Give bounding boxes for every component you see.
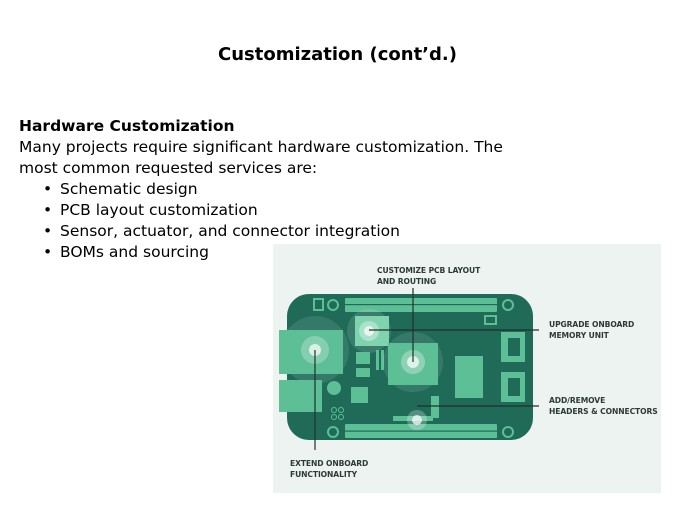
callout-text: EXTEND ONBOARD xyxy=(290,459,369,468)
pcb-board-graphic xyxy=(279,288,539,450)
usb-port xyxy=(279,380,319,412)
memory-chip xyxy=(455,356,483,398)
intro-line-2: most common requested services are: xyxy=(19,159,318,177)
mount-hole xyxy=(502,299,514,311)
hardware-customization-section: Hardware Customization Many projects req… xyxy=(19,116,579,263)
list-item: • Sensor, actuator, and connector integra… xyxy=(43,221,579,242)
list-item: • PCB layout customization xyxy=(43,200,579,221)
bullet-icon: • xyxy=(43,243,53,261)
callout-pcb-layout: CUSTOMIZE PCB LAYOUT AND ROUTING xyxy=(377,265,480,287)
callout-text: FUNCTIONALITY xyxy=(290,470,358,479)
callout-text: ADD/REMOVE xyxy=(549,396,606,405)
mount-hole xyxy=(327,299,339,311)
callout-text: CUSTOMIZE PCB LAYOUT xyxy=(377,266,481,275)
bullet-icon: • xyxy=(43,201,53,219)
mount-hole xyxy=(327,426,339,438)
list-item-text: Schematic design xyxy=(60,180,198,198)
callout-lines xyxy=(314,288,539,450)
small-chip xyxy=(313,298,324,311)
list-item-text: Sensor, actuator, and connector integrat… xyxy=(60,222,400,240)
callout-memory: UPGRADE ONBOARD MEMORY UNIT xyxy=(549,319,634,341)
intro-line-1: Many projects require significant hardwa… xyxy=(19,138,503,156)
mount-hole xyxy=(502,426,514,438)
callout-text: MEMORY UNIT xyxy=(549,331,609,340)
pcb-board-illustration: CUSTOMIZE PCB LAYOUT AND ROUTING UPGRADE… xyxy=(273,244,661,493)
list-item-text: PCB layout customization xyxy=(60,201,258,219)
bullet-icon: • xyxy=(43,180,53,198)
services-list: • Schematic design • PCB layout customizat… xyxy=(19,179,579,263)
section-heading: Hardware Customization xyxy=(19,117,235,135)
bullet-icon: • xyxy=(43,222,53,240)
small-chip xyxy=(484,315,497,325)
callout-headers: ADD/REMOVE HEADERS & CONNECTORS xyxy=(549,395,658,417)
list-item-text: BOMs and sourcing xyxy=(60,243,209,261)
top-header-grid xyxy=(345,304,497,306)
list-item: • Schematic design xyxy=(43,179,579,200)
callout-extend: EXTEND ONBOARD FUNCTIONALITY xyxy=(290,458,368,480)
list-item: • BOMs and sourcing xyxy=(43,242,579,263)
callout-text: HEADERS & CONNECTORS xyxy=(549,407,658,416)
callout-text: AND ROUTING xyxy=(377,277,437,286)
callout-text: UPGRADE ONBOARD xyxy=(549,320,635,329)
slide-title: Customization (cont’d.) xyxy=(218,44,457,65)
